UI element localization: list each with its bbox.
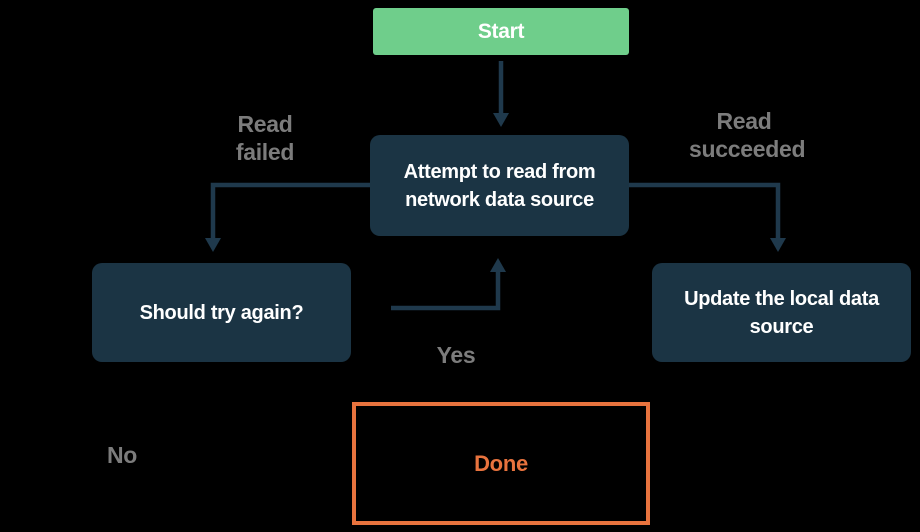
edge-label-read-succeeded: Read succeeded bbox=[689, 108, 806, 162]
edge-label-yes: Yes bbox=[436, 342, 476, 368]
node-attempt-read: Attempt to read from network data source bbox=[370, 135, 629, 236]
edge-label-no: No bbox=[106, 442, 138, 468]
edge-attempt-to-retry bbox=[210, 182, 370, 238]
node-start-label: Start bbox=[477, 19, 525, 43]
node-start: Start bbox=[373, 8, 629, 55]
edge-label-read-failed: Read failed bbox=[235, 111, 295, 165]
node-should-try-again: Should try again? bbox=[92, 263, 351, 362]
arrowhead-attempt-to-update bbox=[770, 238, 786, 252]
node-should-try-again-label: Should try again? bbox=[139, 301, 304, 324]
node-done: Done bbox=[352, 402, 650, 525]
node-update-local-data: Update the local data source bbox=[652, 263, 911, 362]
node-attempt-read-label: Attempt to read from network data source bbox=[403, 160, 596, 211]
edge-retry-to-attempt bbox=[391, 272, 501, 311]
arrowhead-retry-to-attempt bbox=[490, 258, 506, 272]
edge-attempt-to-update bbox=[629, 182, 781, 238]
node-done-label: Done bbox=[474, 450, 528, 476]
arrowhead-start-to-attempt bbox=[493, 113, 509, 127]
node-update-local-data-label: Update the local data source bbox=[684, 287, 879, 338]
arrowhead-attempt-to-retry bbox=[205, 238, 221, 252]
